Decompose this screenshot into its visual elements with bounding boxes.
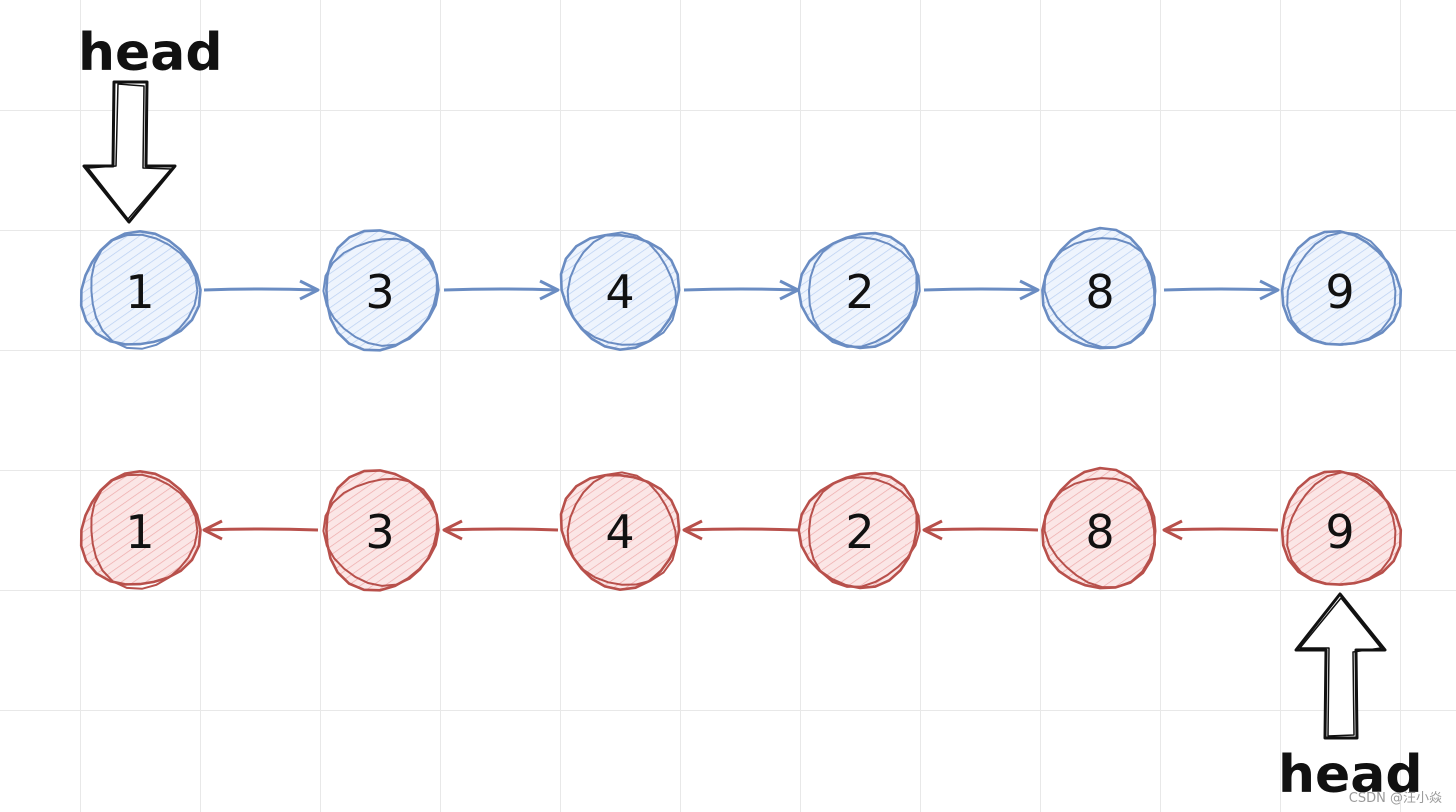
node-outline: [322, 477, 438, 587]
link-arrow: [443, 527, 559, 532]
node-value: 4: [605, 505, 634, 559]
list-node: 2: [797, 231, 921, 350]
node-value: 3: [365, 505, 394, 559]
list-node: 4: [559, 471, 681, 592]
list-node: 8: [1041, 226, 1157, 350]
arrowhead-icon: [682, 519, 703, 541]
node-value: 1: [125, 505, 154, 559]
arrowhead-icon: [1259, 279, 1280, 301]
node-outline: [322, 237, 438, 347]
node-value: 4: [605, 265, 634, 319]
node-value: 9: [1325, 505, 1354, 559]
node-outline: [1286, 471, 1397, 586]
link-arrow: [203, 287, 319, 292]
link-arrow: [683, 287, 799, 292]
node-outline: [807, 236, 921, 348]
node-value: 2: [845, 505, 874, 559]
node-outline: [566, 231, 678, 346]
list-node: 2: [797, 471, 921, 590]
list-node: 3: [322, 229, 440, 352]
node-outline: [1286, 231, 1397, 346]
list-node: 8: [1041, 466, 1157, 590]
node-circle: [797, 231, 919, 350]
list-node: 3: [322, 469, 440, 592]
head-label-top: head: [78, 23, 223, 83]
node-value: 8: [1085, 505, 1114, 559]
node-outline: [1043, 477, 1157, 589]
head-arrow-up-icon: [1294, 592, 1387, 740]
node-value: 1: [125, 265, 154, 319]
link-arrow: [203, 527, 319, 532]
arrowhead-icon: [1162, 519, 1183, 541]
link-arrow: [1163, 527, 1279, 532]
head-arrow-down-icon: [82, 80, 177, 224]
node-outline: [90, 473, 199, 590]
node-value: 2: [845, 265, 874, 319]
node-outline: [1043, 237, 1157, 349]
list-node: 4: [559, 231, 681, 352]
node-value: 8: [1085, 265, 1114, 319]
link-arrow: [683, 527, 799, 532]
arrowhead-icon: [1019, 279, 1040, 301]
head-label-bottom: head: [1278, 745, 1423, 805]
arrowhead-icon: [202, 519, 223, 541]
list-node: 1: [79, 229, 202, 350]
node-outline: [807, 476, 921, 588]
arrowhead-icon: [299, 279, 320, 301]
link-arrow: [443, 287, 559, 292]
arrowhead-icon: [922, 519, 943, 541]
node-outline: [90, 233, 199, 350]
original-list: 1 3 4 2 8 9: [79, 226, 1403, 352]
link-arrow: [923, 287, 1039, 292]
reversed-list: 1 3 4 2 8 9: [79, 466, 1403, 592]
node-value: 3: [365, 265, 394, 319]
node-circle: [797, 471, 919, 590]
node-value: 9: [1325, 265, 1354, 319]
arrowhead-icon: [442, 519, 463, 541]
list-node: 9: [1280, 229, 1403, 346]
arrowhead-icon: [539, 279, 560, 301]
watermark: CSDN @汪小焱: [1348, 791, 1442, 806]
link-arrow: [923, 527, 1039, 532]
list-node: 9: [1280, 469, 1403, 586]
head-pointer-bottom: head: [1278, 592, 1423, 805]
node-outline: [566, 471, 678, 586]
list-node: 1: [79, 469, 202, 590]
head-pointer-top: head: [78, 23, 223, 224]
link-arrow: [1163, 287, 1279, 292]
